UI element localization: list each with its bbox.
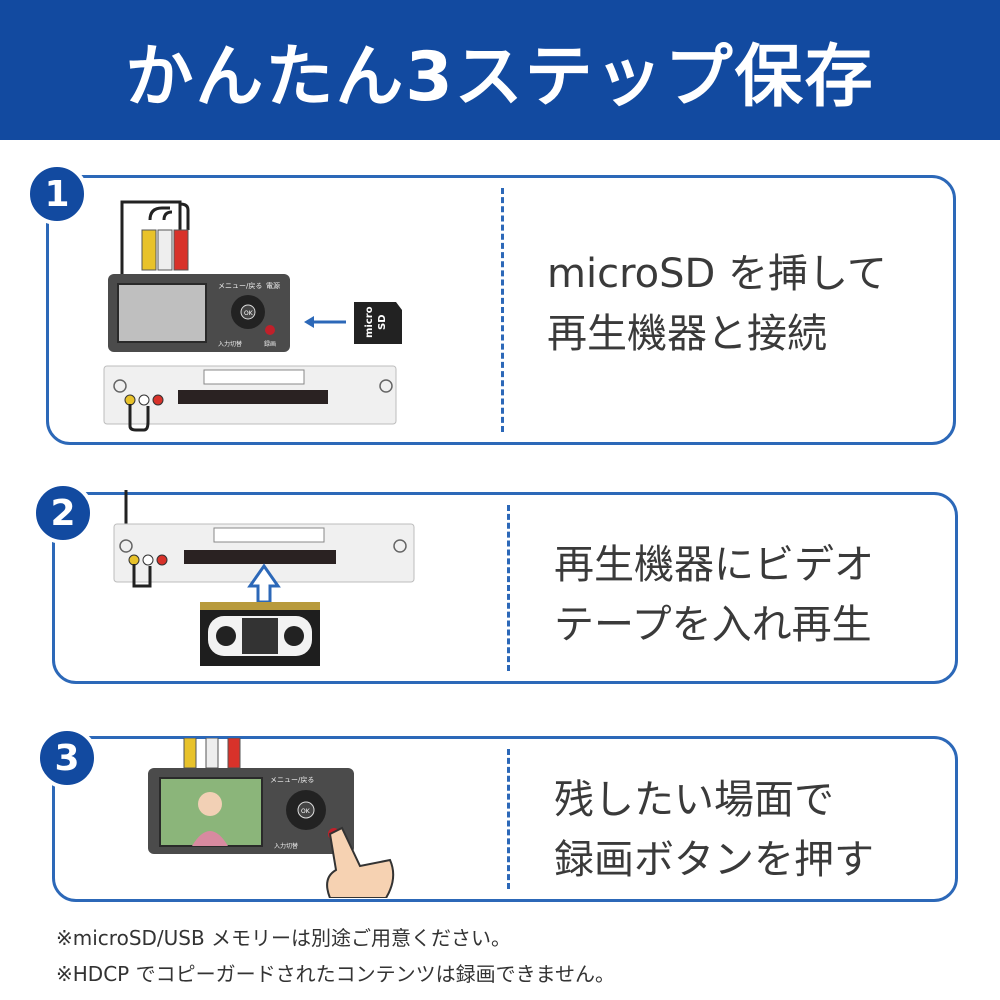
- dashed-divider: [501, 188, 504, 432]
- svg-text:メニュー/戻る: メニュー/戻る: [270, 775, 314, 784]
- svg-text:入力切替: 入力切替: [274, 842, 298, 850]
- svg-text:電源: 電源: [266, 281, 280, 290]
- pointing-hand-icon: [326, 826, 395, 898]
- step1-instruction: microSD を挿して 再生機器と接続: [547, 244, 887, 364]
- svg-text:メニュー/戻る: メニュー/戻る: [218, 281, 262, 290]
- video-tape-icon: [200, 602, 320, 666]
- svg-text:micro: micro: [364, 306, 375, 338]
- step-number-badge-3: 3: [36, 727, 98, 789]
- step2-instruction: 再生機器にビデオ テープを入れ再生: [554, 535, 874, 655]
- header-banner: かんたん3ステップ保存: [0, 0, 1000, 140]
- svg-text:入力切替: 入力切替: [218, 340, 242, 348]
- step1-line1: microSD を挿して: [547, 251, 887, 297]
- step2-line2: テープを入れ再生: [554, 602, 872, 648]
- video-player-device: [113, 523, 415, 583]
- footnote-hdcp: ※HDCP でコピーガードされたコンテンツは録画できません。: [56, 962, 615, 986]
- footnote-storage: ※microSD/USB メモリーは別途ご用意ください。: [56, 926, 512, 950]
- step1-illustration: メニュー/戻る 電源 OK 入力切替 録画 micro SD: [103, 200, 402, 432]
- step-number-badge-2: 2: [32, 482, 94, 544]
- step1-line2: 再生機器と接続: [547, 311, 827, 357]
- video-player-device: [103, 365, 397, 425]
- svg-text:録画: 録画: [264, 340, 276, 348]
- step2-illustration: [113, 490, 415, 666]
- step3-illustration: メニュー/戻る OK 入力切替: [148, 738, 395, 898]
- step3-line1: 残したい場面で: [554, 777, 834, 823]
- capture-device: メニュー/戻る 電源 OK 入力切替 録画: [108, 274, 290, 352]
- page-title: かんたん3ステップ保存: [125, 37, 875, 117]
- step-number-badge-1: 1: [26, 163, 88, 225]
- microsd-card-icon: micro SD: [354, 302, 402, 344]
- dashed-divider: [507, 749, 510, 889]
- capture-device: メニュー/戻る OK 入力切替: [148, 768, 354, 854]
- dashed-divider: [507, 505, 510, 671]
- svg-text:SD: SD: [377, 314, 388, 330]
- step3-instruction: 残したい場面で 録画ボタンを押す: [554, 770, 874, 890]
- svg-text:OK: OK: [244, 310, 254, 317]
- step2-line1: 再生機器にビデオ: [554, 542, 874, 588]
- step3-line2: 録画ボタンを押す: [554, 837, 874, 883]
- svg-text:OK: OK: [301, 808, 311, 815]
